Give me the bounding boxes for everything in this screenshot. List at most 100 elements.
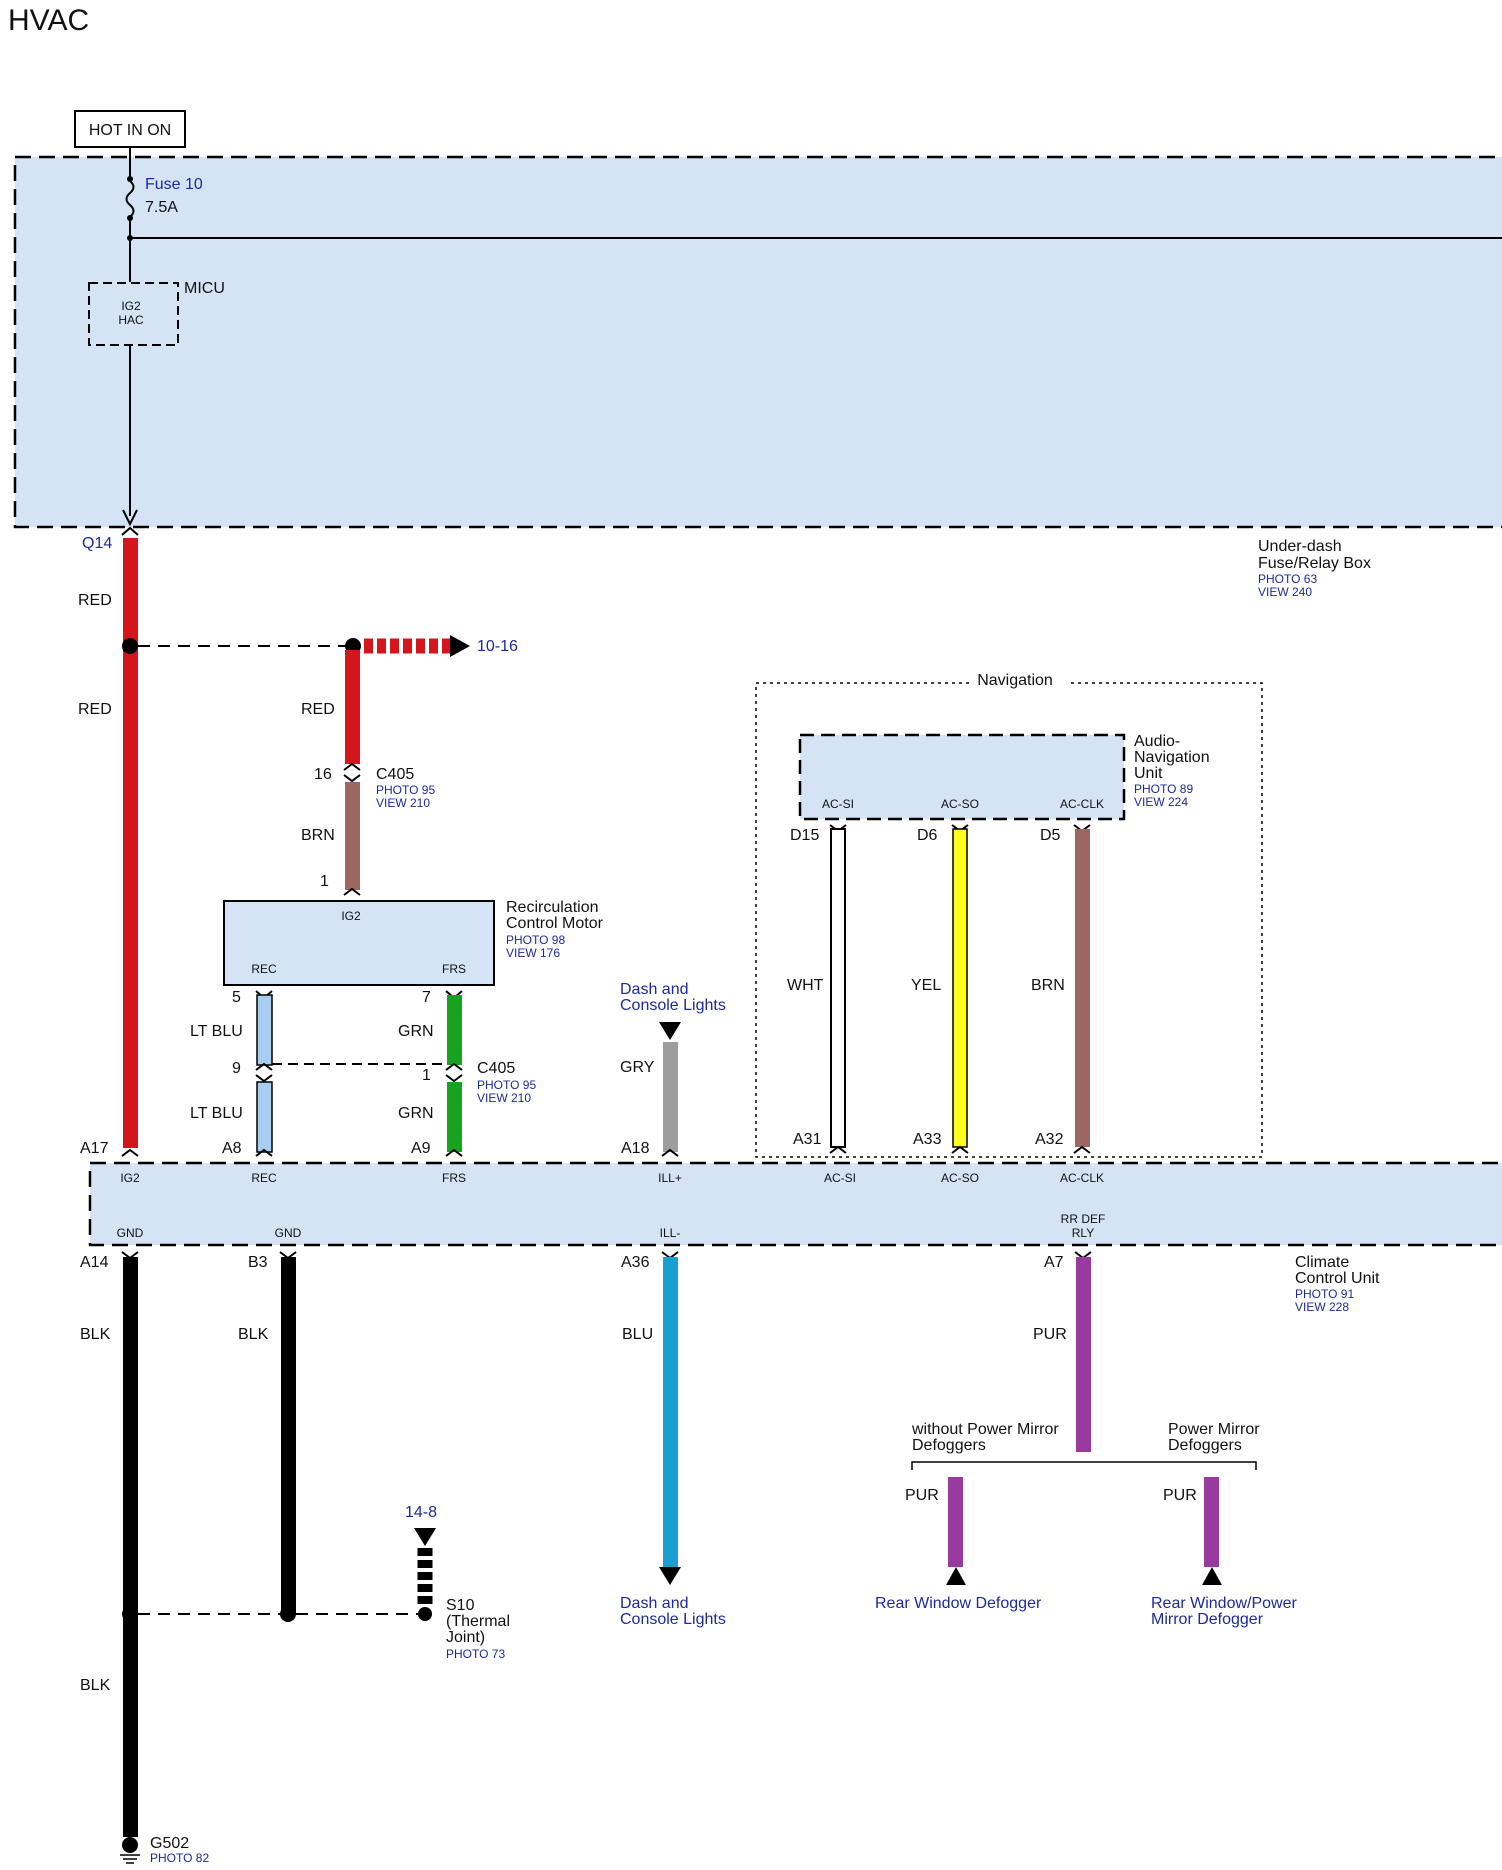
- recirc-motor-box: [223, 900, 495, 986]
- fuse-terminal-bottom: [127, 215, 133, 221]
- dash-lights-bottom-2: Console Lights: [620, 1611, 726, 1628]
- wire-pur-left: [948, 1477, 963, 1567]
- micu-line1: IG2: [121, 299, 141, 313]
- wire-blu: [663, 1257, 678, 1567]
- cu-top-connectors: [121, 1145, 1091, 1157]
- wire-grn-upper: [447, 995, 462, 1065]
- dash-lights-top-1: Dash and: [620, 981, 689, 998]
- cu-conn-a17: A17: [80, 1140, 109, 1157]
- fuse-box-photo: PHOTO 63: [1258, 572, 1317, 586]
- fuse-box-name-1: Under-dash: [1258, 538, 1342, 555]
- cu-conn-a7: A7: [1044, 1254, 1064, 1271]
- motor-name-1: Recirculation: [506, 899, 598, 916]
- cu-pin-rec: REC: [251, 1171, 277, 1185]
- cu-pin-ac-clk: AC-CLK: [1060, 1171, 1104, 1185]
- wire-yel-label: YEL: [911, 977, 941, 994]
- cu-conn-a31: A31: [793, 1131, 822, 1148]
- cu-pin-ill-minus: ILL-: [660, 1226, 681, 1240]
- connector-q14: [121, 526, 139, 536]
- cu-pin-ac-so: AC-SO: [941, 1171, 979, 1185]
- nav-pin-ac-clk: AC-CLK: [1060, 797, 1104, 811]
- s10-line3: Joint): [446, 1629, 485, 1646]
- wire-yel: [952, 828, 968, 1148]
- motor-frs: FRS: [442, 962, 466, 976]
- wire-brn-c405-label: BRN: [301, 827, 335, 844]
- c405-mid-pin-1: 1: [422, 1067, 431, 1084]
- motor-ig2: IG2: [341, 909, 361, 923]
- cu-pin-gnd-2: GND: [275, 1226, 302, 1240]
- splice-ref: 14-8: [405, 1504, 437, 1521]
- navigation-group-label: Navigation: [977, 672, 1053, 689]
- arrow-up-icon: [946, 1567, 966, 1585]
- connector-c405-mid-rec: [255, 1062, 273, 1083]
- arrow-right-icon: [450, 635, 470, 657]
- c405-mid-pin-9: 9: [232, 1060, 241, 1077]
- wire-red-branch: [345, 650, 360, 764]
- wire-pur-main: [1076, 1257, 1091, 1452]
- option-right-2: Defoggers: [1168, 1437, 1242, 1454]
- fuse-relay-box: [13, 155, 1502, 529]
- connector-a32: [1073, 1145, 1091, 1154]
- cu-pin-gnd-1: GND: [117, 1226, 144, 1240]
- c405-top-photo: PHOTO 95: [376, 783, 435, 797]
- nav-unit-photo: PHOTO 89: [1134, 782, 1193, 796]
- option-left-1: without Power Mirror: [911, 1421, 1059, 1438]
- wire-lt-blu-lower: [256, 1081, 273, 1153]
- nav-unit-name-1: Audio-: [1134, 733, 1180, 750]
- dash-lights-top-2: Console Lights: [620, 997, 726, 1014]
- wire-lt-blu-lower-label: LT BLU: [190, 1105, 243, 1122]
- fuse-rating: 7.5A: [145, 199, 178, 216]
- cu-conn-a9: A9: [411, 1140, 431, 1157]
- micu-box: [88, 282, 179, 346]
- dash-lights-bottom-1: Dash and: [620, 1595, 689, 1612]
- connector-a8: [255, 1148, 273, 1157]
- wire-red-branch-label: RED: [301, 701, 335, 718]
- wire-gry: [663, 1042, 678, 1152]
- cu-conn-a32: A32: [1035, 1131, 1064, 1148]
- motor-rec: REC: [251, 962, 277, 976]
- wire-grn-lower: [447, 1082, 462, 1152]
- wire-blk-a14-label: BLK: [80, 1326, 111, 1343]
- wire-pur-main-label: PUR: [1033, 1326, 1067, 1343]
- fuse-symbol: [125, 180, 135, 218]
- nav-unit-name-2: Navigation: [1134, 749, 1210, 766]
- cu-name-2: Control Unit: [1295, 1270, 1380, 1287]
- arrow-up-icon: [1202, 1567, 1222, 1585]
- splice-s10: [418, 1607, 432, 1621]
- connector-motor-ig2: [343, 887, 361, 896]
- rear-mirror-defogger-1: Rear Window/Power: [1151, 1595, 1298, 1612]
- arrow-down-icon: [659, 1022, 681, 1040]
- wire-brn-c405: [345, 782, 360, 890]
- wire-grn-upper-label: GRN: [398, 1023, 434, 1040]
- motor-pin-7: 7: [422, 989, 431, 1006]
- wire-blk-b3: [281, 1257, 296, 1615]
- wire-lt-blu-upper: [256, 994, 273, 1066]
- option-bracket: [911, 1461, 1257, 1470]
- cu-pin-ig2: IG2: [120, 1171, 140, 1185]
- connector-a9: [445, 1148, 463, 1157]
- ground-name: G502: [150, 1835, 189, 1852]
- c405-top-pin-1: 1: [320, 873, 329, 890]
- motor-pin-5: 5: [232, 989, 241, 1006]
- c405-mid-name: C405: [477, 1060, 515, 1077]
- wire-blu-label: BLU: [622, 1326, 653, 1343]
- nav-conn-d6: D6: [917, 827, 938, 844]
- c405-top-pin-16: 16: [314, 766, 332, 783]
- wire-brn-nav-label: BRN: [1031, 977, 1065, 994]
- c405-mid-view: VIEW 210: [477, 1091, 531, 1105]
- navigation-label-bg: [970, 672, 1070, 692]
- cu-conn-a18: A18: [621, 1140, 650, 1157]
- wire-brn-nav: [1075, 829, 1090, 1147]
- wire-pur-right-label: PUR: [1163, 1487, 1197, 1504]
- cu-name-1: Climate: [1295, 1254, 1349, 1271]
- splice-ground-2: [280, 1606, 296, 1622]
- cu-pin-ac-si: AC-SI: [824, 1171, 856, 1185]
- page-title: HVAC: [8, 4, 89, 37]
- wire-grn-lower-label: GRN: [398, 1105, 434, 1122]
- rear-mirror-defogger-2: Mirror Defogger: [1151, 1611, 1264, 1628]
- motor-name-2: Control Motor: [506, 915, 604, 932]
- cu-pin-ill-plus: ILL+: [658, 1171, 682, 1185]
- fuse-terminal-top: [127, 176, 133, 182]
- cu-conn-b3: B3: [248, 1254, 268, 1271]
- nav-pin-ac-so: AC-SO: [941, 797, 979, 811]
